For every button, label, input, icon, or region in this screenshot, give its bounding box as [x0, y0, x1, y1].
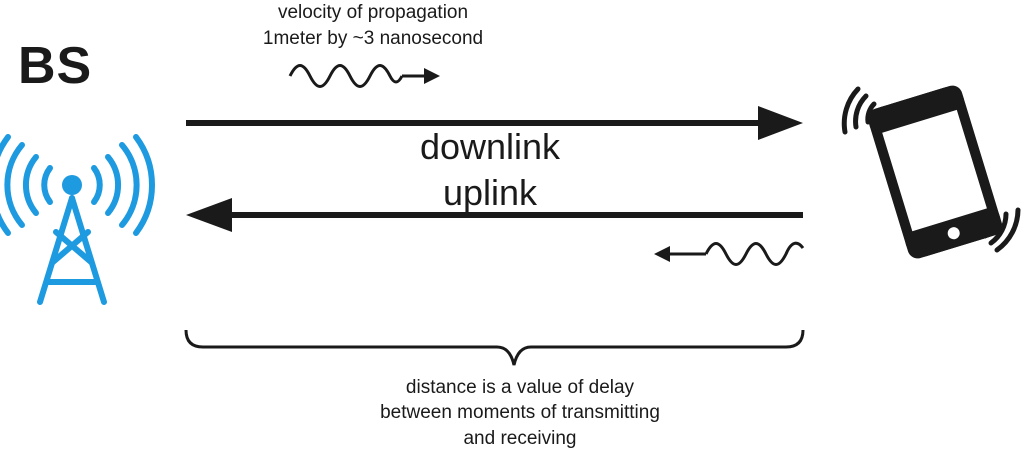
caption-line-1: distance is a value of delay — [405, 377, 635, 398]
caption-line-3: and receiving — [463, 428, 577, 449]
base-station-label: BS — [18, 37, 93, 95]
signal-wave-icon-uplink — [654, 241, 805, 266]
distance-brace — [184, 329, 805, 366]
propagation-rate-label: 1meter by ~3 nanosecond — [262, 28, 484, 49]
propagation-velocity-label: velocity of propagation — [277, 2, 469, 23]
uplink-label: uplink — [442, 172, 538, 213]
uplink-arrow — [186, 198, 803, 232]
smartphone-icon — [841, 85, 1021, 259]
radio-tower-icon — [0, 134, 155, 305]
downlink-arrow — [186, 106, 803, 140]
signal-wave-icon — [288, 64, 440, 88]
downlink-label: downlink — [419, 126, 561, 167]
caption-line-2: between moments of transmitting — [380, 402, 660, 423]
